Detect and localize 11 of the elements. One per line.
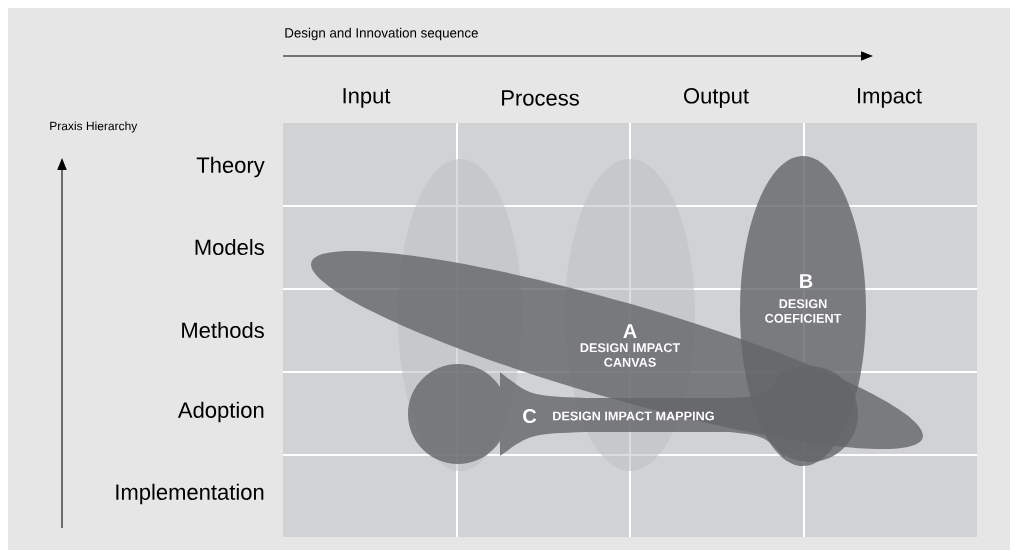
column-header: Process xyxy=(502,90,579,106)
row-header: Implementation xyxy=(116,483,264,505)
row-header: Methods xyxy=(182,321,264,339)
column-header: Input xyxy=(343,88,391,108)
row-header: Theory xyxy=(196,156,265,178)
axis-title: Design and Innovation sequence xyxy=(285,27,478,41)
column-header: Impact xyxy=(858,88,922,108)
column-header: Output xyxy=(684,88,749,108)
row-header: Adoption xyxy=(177,401,264,423)
row-header: Models xyxy=(195,238,264,256)
axis-title: Praxis Hierarchy xyxy=(50,121,138,133)
